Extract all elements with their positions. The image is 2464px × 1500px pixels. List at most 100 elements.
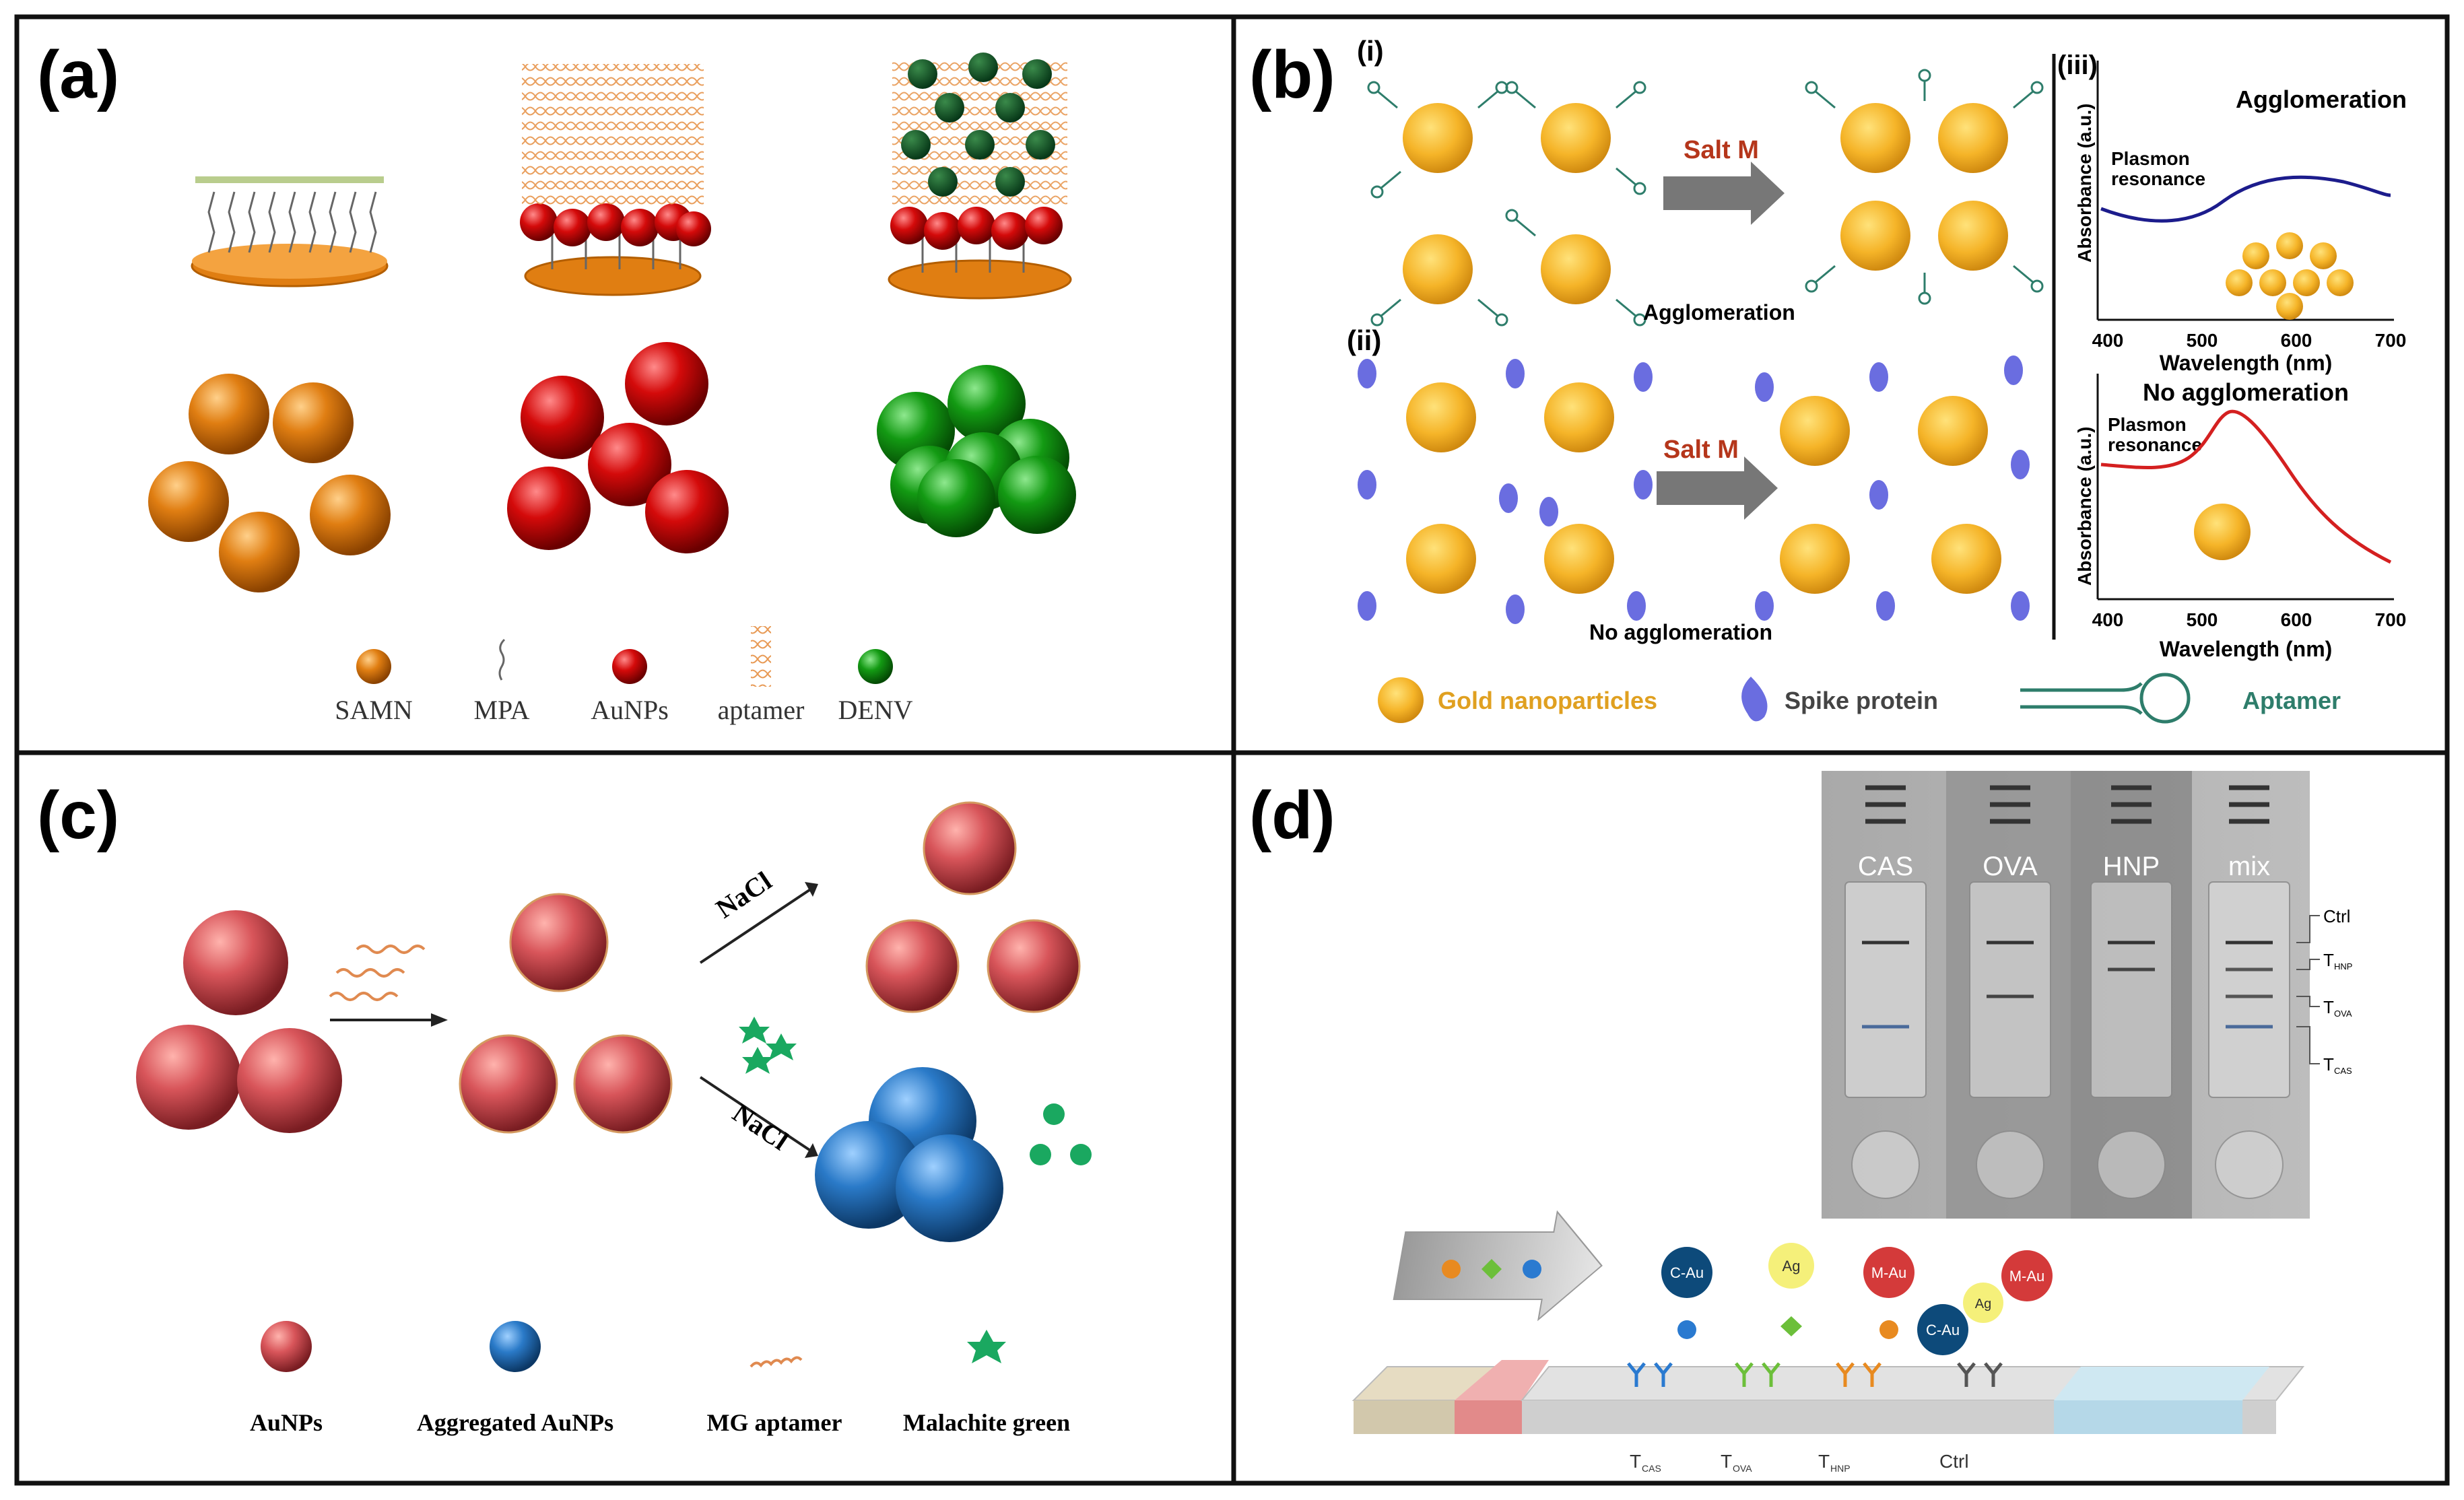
panel-a: (a)	[37, 37, 1076, 725]
legend-spike-protein: Spike protein	[1785, 687, 1938, 714]
strip-line-labels: Ctrl T HNP T OVA T CAS	[2296, 906, 2352, 1076]
line-label-t-hnp: T	[2323, 950, 2334, 970]
bottom-xtick-600: 600	[2281, 609, 2312, 630]
mg-aptamer-icon	[750, 1356, 803, 1368]
agglomeration-label: Agglomeration	[1643, 300, 1795, 325]
legend-samn: SAMN	[335, 695, 413, 725]
panel-c: (c) NaCl NaCl	[37, 778, 1092, 1436]
released-aptamer-mg	[1030, 1103, 1092, 1165]
line-label-t-cas: T	[2323, 1054, 2334, 1075]
bottom-plot-ylabel: Absorbance (a.u.)	[2074, 427, 2095, 586]
legend-c-aggregated: Aggregated AuNPs	[417, 1409, 613, 1436]
aunp-particles	[507, 342, 729, 553]
bottom-absorbance-curve	[2100, 409, 2392, 564]
aunp-icon-c	[261, 1321, 312, 1372]
sub-label-ii: (ii)	[1347, 325, 1381, 356]
free-aunps	[136, 910, 342, 1133]
strip-cassettes	[1844, 881, 2290, 1199]
denv-bound-surface-diagram	[888, 53, 1072, 300]
legend-c-malachite: Malachite green	[903, 1409, 1070, 1436]
svg-text:M-Au: M-Au	[2009, 1268, 2045, 1285]
top-plasmon-line1: Plasmon	[2111, 148, 2190, 169]
salt-label-ii: Salt M	[1663, 436, 1739, 464]
denv-icon	[858, 649, 893, 684]
top-xtick-500: 500	[2187, 330, 2218, 351]
bottom-xtick-400: 400	[2092, 609, 2124, 630]
bottom-plot-title: No agglomeration	[2143, 378, 2349, 406]
stable-aunps-result	[865, 801, 1081, 1013]
denv-cluster	[877, 365, 1076, 537]
legend-c-mg-aptamer: MG aptamer	[707, 1409, 842, 1436]
gold-nanoparticle-icon	[1378, 677, 1424, 723]
conjugate-badges: C-Au Ag M-Au C-Au Ag M-Au	[1661, 1243, 2053, 1355]
top-plot-xlabel: Wavelength (nm)	[2160, 351, 2333, 375]
strip-test-lines	[1862, 941, 2273, 1029]
badge-m-au-1	[1863, 1247, 1914, 1298]
strip-vent-lines	[1865, 785, 2269, 824]
spike-protein-icon	[1741, 677, 1768, 722]
badge-m-au-2	[2001, 1250, 2053, 1301]
bottom-label-t-cas: T	[1630, 1451, 1641, 1472]
malachite-green-molecules	[739, 1017, 797, 1074]
arrow-add-aptamer	[330, 1013, 448, 1027]
bottom-sub-hnp: HNP	[1830, 1463, 1851, 1474]
samn-surface-diagram	[191, 176, 389, 287]
sub-label-iii: (iii)	[2057, 50, 2098, 80]
strip-label-mix: mix	[2228, 852, 2270, 881]
strip-label-hnp: HNP	[2103, 852, 2160, 881]
panel-d: (d) CAS OVA HNP mix	[1249, 771, 2352, 1474]
bottom-xtick-500: 500	[2187, 609, 2218, 630]
top-xtick-700: 700	[2375, 330, 2407, 351]
bottom-sub-ova: OVA	[1733, 1463, 1752, 1474]
badge-c-au-1	[1661, 1247, 1712, 1298]
gold-np-agglomerated	[1805, 69, 2044, 305]
gold-np-dispersed-i	[1367, 81, 1646, 327]
legend-gold-nanoparticles: Gold nanoparticles	[1438, 687, 1657, 714]
bottom-label-ctrl: Ctrl	[1939, 1451, 1969, 1472]
hnp-antigen-1	[1879, 1320, 1898, 1339]
line-label-ctrl: Ctrl	[2323, 906, 2350, 926]
aptamer-icon	[2020, 673, 2191, 724]
samn-icon	[356, 649, 391, 684]
top-xtick-600: 600	[2281, 330, 2312, 351]
bottom-label-t-ova: T	[1721, 1451, 1732, 1472]
nacl-label-up: NaCl	[710, 865, 777, 924]
no-agglomeration-label: No agglomeration	[1589, 620, 1772, 644]
line-sub-ova: OVA	[2334, 1009, 2352, 1019]
badge-ag-1	[1768, 1243, 1814, 1289]
svg-text:C-Au: C-Au	[1670, 1264, 1704, 1281]
top-plot-cluster	[2226, 232, 2354, 320]
line-sub-hnp: HNP	[2334, 961, 2352, 971]
top-absorbance-curve	[2100, 175, 2391, 223]
aunp-icon	[612, 649, 647, 684]
gold-np-no-agglomeration	[1755, 355, 2030, 621]
nacl-label-down: NaCl	[727, 1097, 794, 1156]
panel-b: (b) (i) (ii) Salt M Agglo	[1249, 35, 2407, 724]
salt-label-i: Salt M	[1684, 136, 1759, 164]
bottom-plasmon-line1: Plasmon	[2108, 414, 2187, 435]
panel-a-label: (a)	[37, 37, 119, 112]
cas-antigen-1	[1677, 1320, 1696, 1339]
legend-aunps: AuNPs	[591, 695, 669, 725]
aptamer-icon	[751, 626, 771, 687]
svg-text:C-Au: C-Au	[1926, 1322, 1960, 1338]
top-plot-title: Agglomeration	[2236, 86, 2407, 113]
strip-bottom-labels: T CAS T OVA T HNP Ctrl	[1630, 1451, 1969, 1474]
capture-antibodies	[1627, 1362, 2003, 1387]
badge-ag-2	[1963, 1283, 2003, 1323]
arrow-nacl-down: NaCl	[699, 1076, 818, 1158]
line-sub-cas: CAS	[2334, 1066, 2352, 1076]
malachite-green-icon	[967, 1330, 1006, 1363]
arrow-salt-i	[1663, 162, 1785, 225]
lateral-flow-strip	[1352, 1360, 2305, 1434]
svg-text:M-Au: M-Au	[1871, 1264, 1907, 1281]
legend-denv: DENV	[838, 695, 912, 725]
sub-label-i: (i)	[1357, 35, 1384, 67]
mpa-icon	[498, 638, 506, 681]
top-plot-ylabel: Absorbance (a.u.)	[2074, 104, 2095, 263]
legend-c-aunps: AuNPs	[250, 1409, 323, 1436]
plasmon-plots: (iii) Agglomeration Plasmon resonance Ab…	[2052, 50, 2407, 661]
bottom-xtick-700: 700	[2375, 609, 2407, 630]
bottom-plasmon-line2: resonance	[2108, 434, 2202, 455]
